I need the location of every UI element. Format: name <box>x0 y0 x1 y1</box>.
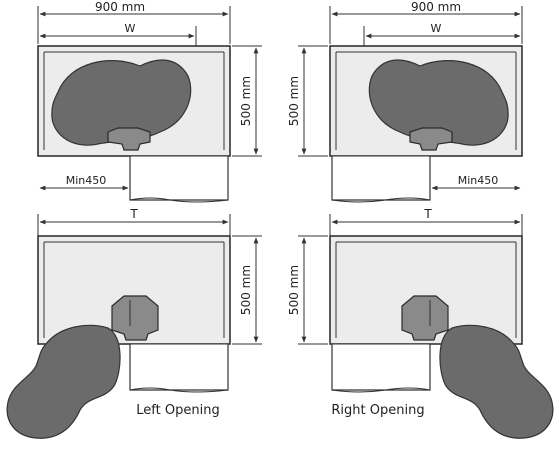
kidney-shelf-swung-out <box>6 324 121 439</box>
panel-bottom-left: T 500 mm Left Opening <box>6 207 262 439</box>
inner-width-label: W <box>431 22 442 35</box>
adjacent-cabinet <box>331 344 431 391</box>
opening-caption: Right Opening <box>331 403 424 418</box>
kidney-shelf <box>51 59 192 146</box>
panel-top-right: 900 mm W Min450 500 mm <box>287 0 523 203</box>
adjacent-cabinet <box>129 344 229 391</box>
mounting-bracket <box>409 127 453 151</box>
panel-bottom-right: T 500 mm Right Opening <box>287 207 554 439</box>
min-width-label: Min450 <box>66 174 107 187</box>
adjacent-cabinet <box>331 156 431 201</box>
mounting-bracket <box>401 295 449 341</box>
mounting-bracket <box>111 295 159 341</box>
mounting-bracket <box>107 127 151 151</box>
adjacent-cabinet <box>129 156 229 201</box>
width-label: T <box>423 207 432 221</box>
depth-label: 500 mm <box>239 265 253 315</box>
width-label: 900 mm <box>411 0 461 14</box>
opening-caption: Left Opening <box>136 403 219 418</box>
width-label: 900 mm <box>95 0 145 14</box>
depth-label: 500 mm <box>287 76 301 126</box>
kidney-shelf-swung-out <box>439 324 554 439</box>
kidney-shelf <box>368 59 509 146</box>
width-label: T <box>129 207 138 221</box>
min-width-label: Min450 <box>458 174 499 187</box>
depth-label: 500 mm <box>239 76 253 126</box>
panel-top-left: 900 mm W Min450 500 mm <box>37 0 262 203</box>
depth-label: 500 mm <box>287 265 301 315</box>
inner-width-label: W <box>125 22 136 35</box>
